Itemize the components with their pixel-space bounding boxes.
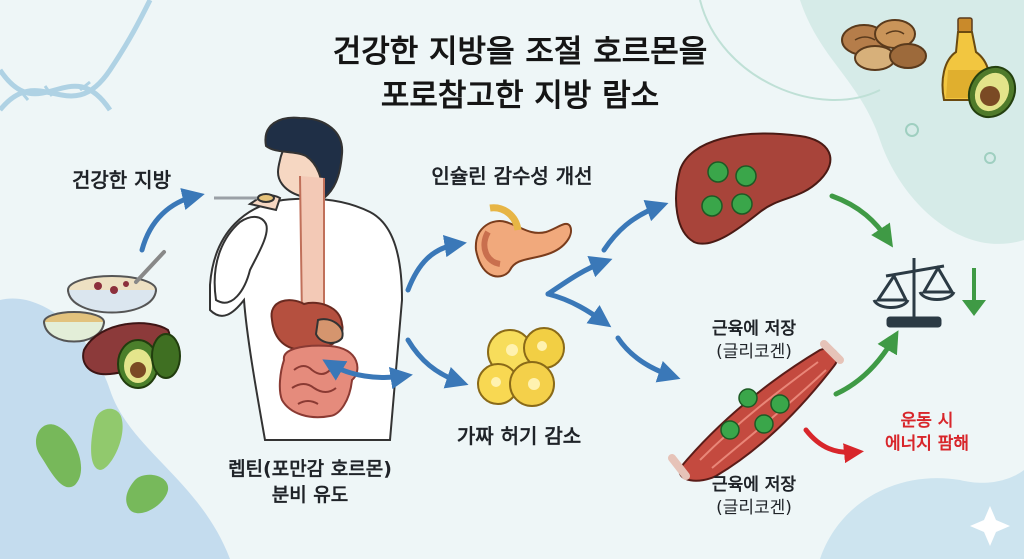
label-muscle-storage-top: 근육에 저장 (글리코겐)	[676, 318, 832, 364]
pancreas-icon	[476, 208, 571, 277]
exercise-line-1: 운동 시	[862, 410, 992, 433]
muscle-bottom-line-2: (글리코겐)	[676, 497, 832, 520]
scale-icon	[874, 258, 954, 326]
down-arrow-icon	[962, 268, 986, 316]
label-exercise-energy: 운동 시 에너지 팜해	[862, 410, 992, 456]
label-leptin: 렙틴(포만감 호르몬) 분비 유도	[200, 456, 420, 508]
fat-cells-icon	[478, 328, 564, 406]
page-title: 건강한 지방을 조절 호르몬을 포로참고한 지방 람소	[200, 30, 840, 118]
muscle-bottom-line-1: 근육에 저장	[676, 474, 832, 497]
title-line-2: 포로참고한 지방 람소	[200, 74, 840, 118]
leptin-line-2: 분비 유도	[200, 482, 420, 508]
label-healthy-fat: 건강한 지방	[72, 164, 171, 193]
liver-icon	[676, 134, 830, 244]
leptin-line-1: 렙틴(포만감 호르몬)	[200, 456, 420, 482]
muscle-top-line-2: (글리코겐)	[676, 341, 832, 364]
muscle-top-line-1: 근육에 저장	[676, 318, 832, 341]
label-fake-hunger: 가짜 허기 감소	[444, 420, 594, 449]
label-muscle-storage-bottom: 근육에 저장 (글리코겐)	[676, 474, 832, 520]
muscle-icon	[672, 344, 840, 481]
title-line-1: 건강한 지방을 조절 호르몬을	[200, 30, 840, 74]
person-figure	[210, 118, 402, 440]
exercise-line-2: 에너지 팜해	[862, 433, 992, 456]
energy-arrow-red	[806, 430, 856, 452]
flow-arrows-green	[832, 196, 894, 394]
dna-icon	[0, 0, 150, 110]
label-insulin-sensitivity: 인슐린 감수성 개선	[410, 160, 614, 189]
